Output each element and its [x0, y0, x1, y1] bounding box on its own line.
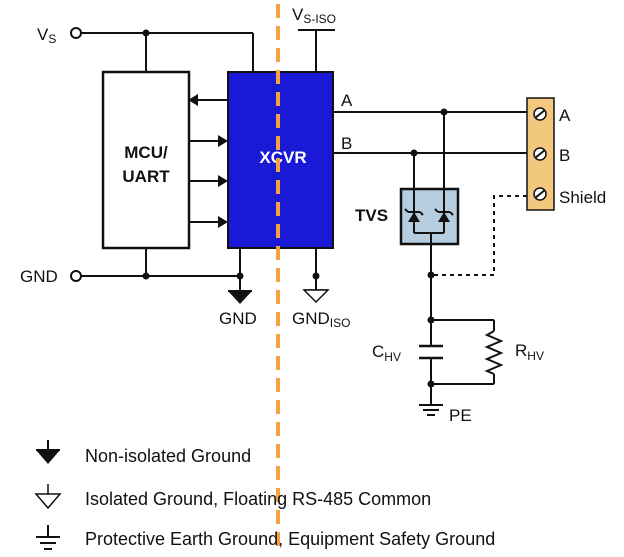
legend-non-isolated-ground-icon	[36, 440, 60, 464]
wires	[80, 29, 527, 405]
resistor-rhv	[484, 330, 504, 375]
a-line-label: A	[341, 91, 353, 110]
tvs-diodes	[404, 189, 454, 244]
terminal-b-label: B	[559, 146, 570, 165]
rhv-label: RHV	[515, 341, 544, 363]
mcu-label: MCU/	[124, 143, 168, 162]
legend-text-non-isolated: Non-isolated Ground	[85, 446, 251, 466]
legend-protective-earth-icon	[36, 525, 60, 550]
protective-earth-icon	[419, 404, 443, 416]
shield-dashed-line	[431, 195, 527, 276]
terminal-a-label: A	[559, 106, 571, 125]
signal-arrowheads	[188, 94, 228, 228]
mcu-uart-block	[101, 70, 191, 250]
isolated-ground-icon	[302, 289, 330, 304]
xcvr-block	[227, 71, 334, 249]
uart-label: UART	[122, 167, 170, 186]
vs-iso-label: VS-ISO	[292, 5, 336, 26]
gnd-left-label: GND	[20, 267, 58, 286]
capacitor-chv	[419, 344, 443, 360]
non-isolated-ground-icon	[228, 290, 252, 304]
gnd-bottom-label: GND	[219, 309, 257, 328]
junction-dots	[142, 29, 448, 388]
b-line-label: B	[341, 134, 352, 153]
legend: Non-isolated Ground Isolated Ground, Flo…	[34, 440, 495, 550]
terminal-shield-label: Shield	[559, 188, 606, 207]
gnd-terminal	[70, 270, 82, 282]
legend-isolated-ground-icon	[34, 484, 62, 510]
xcvr-label: XCVR	[259, 148, 306, 167]
vs-terminal	[70, 27, 82, 39]
tvs-label: TVS	[355, 206, 388, 225]
legend-text-isolated: Isolated Ground, Floating RS-485 Common	[85, 489, 431, 509]
pe-label: PE	[449, 406, 472, 425]
legend-text-protective-earth: Protective Earth Ground, Equipment Safet…	[85, 529, 495, 549]
gnd-iso-label: GNDISO	[292, 309, 350, 330]
vs-label: VS	[37, 25, 56, 46]
tvs-block	[399, 187, 460, 246]
chv-label: CHV	[372, 342, 401, 364]
